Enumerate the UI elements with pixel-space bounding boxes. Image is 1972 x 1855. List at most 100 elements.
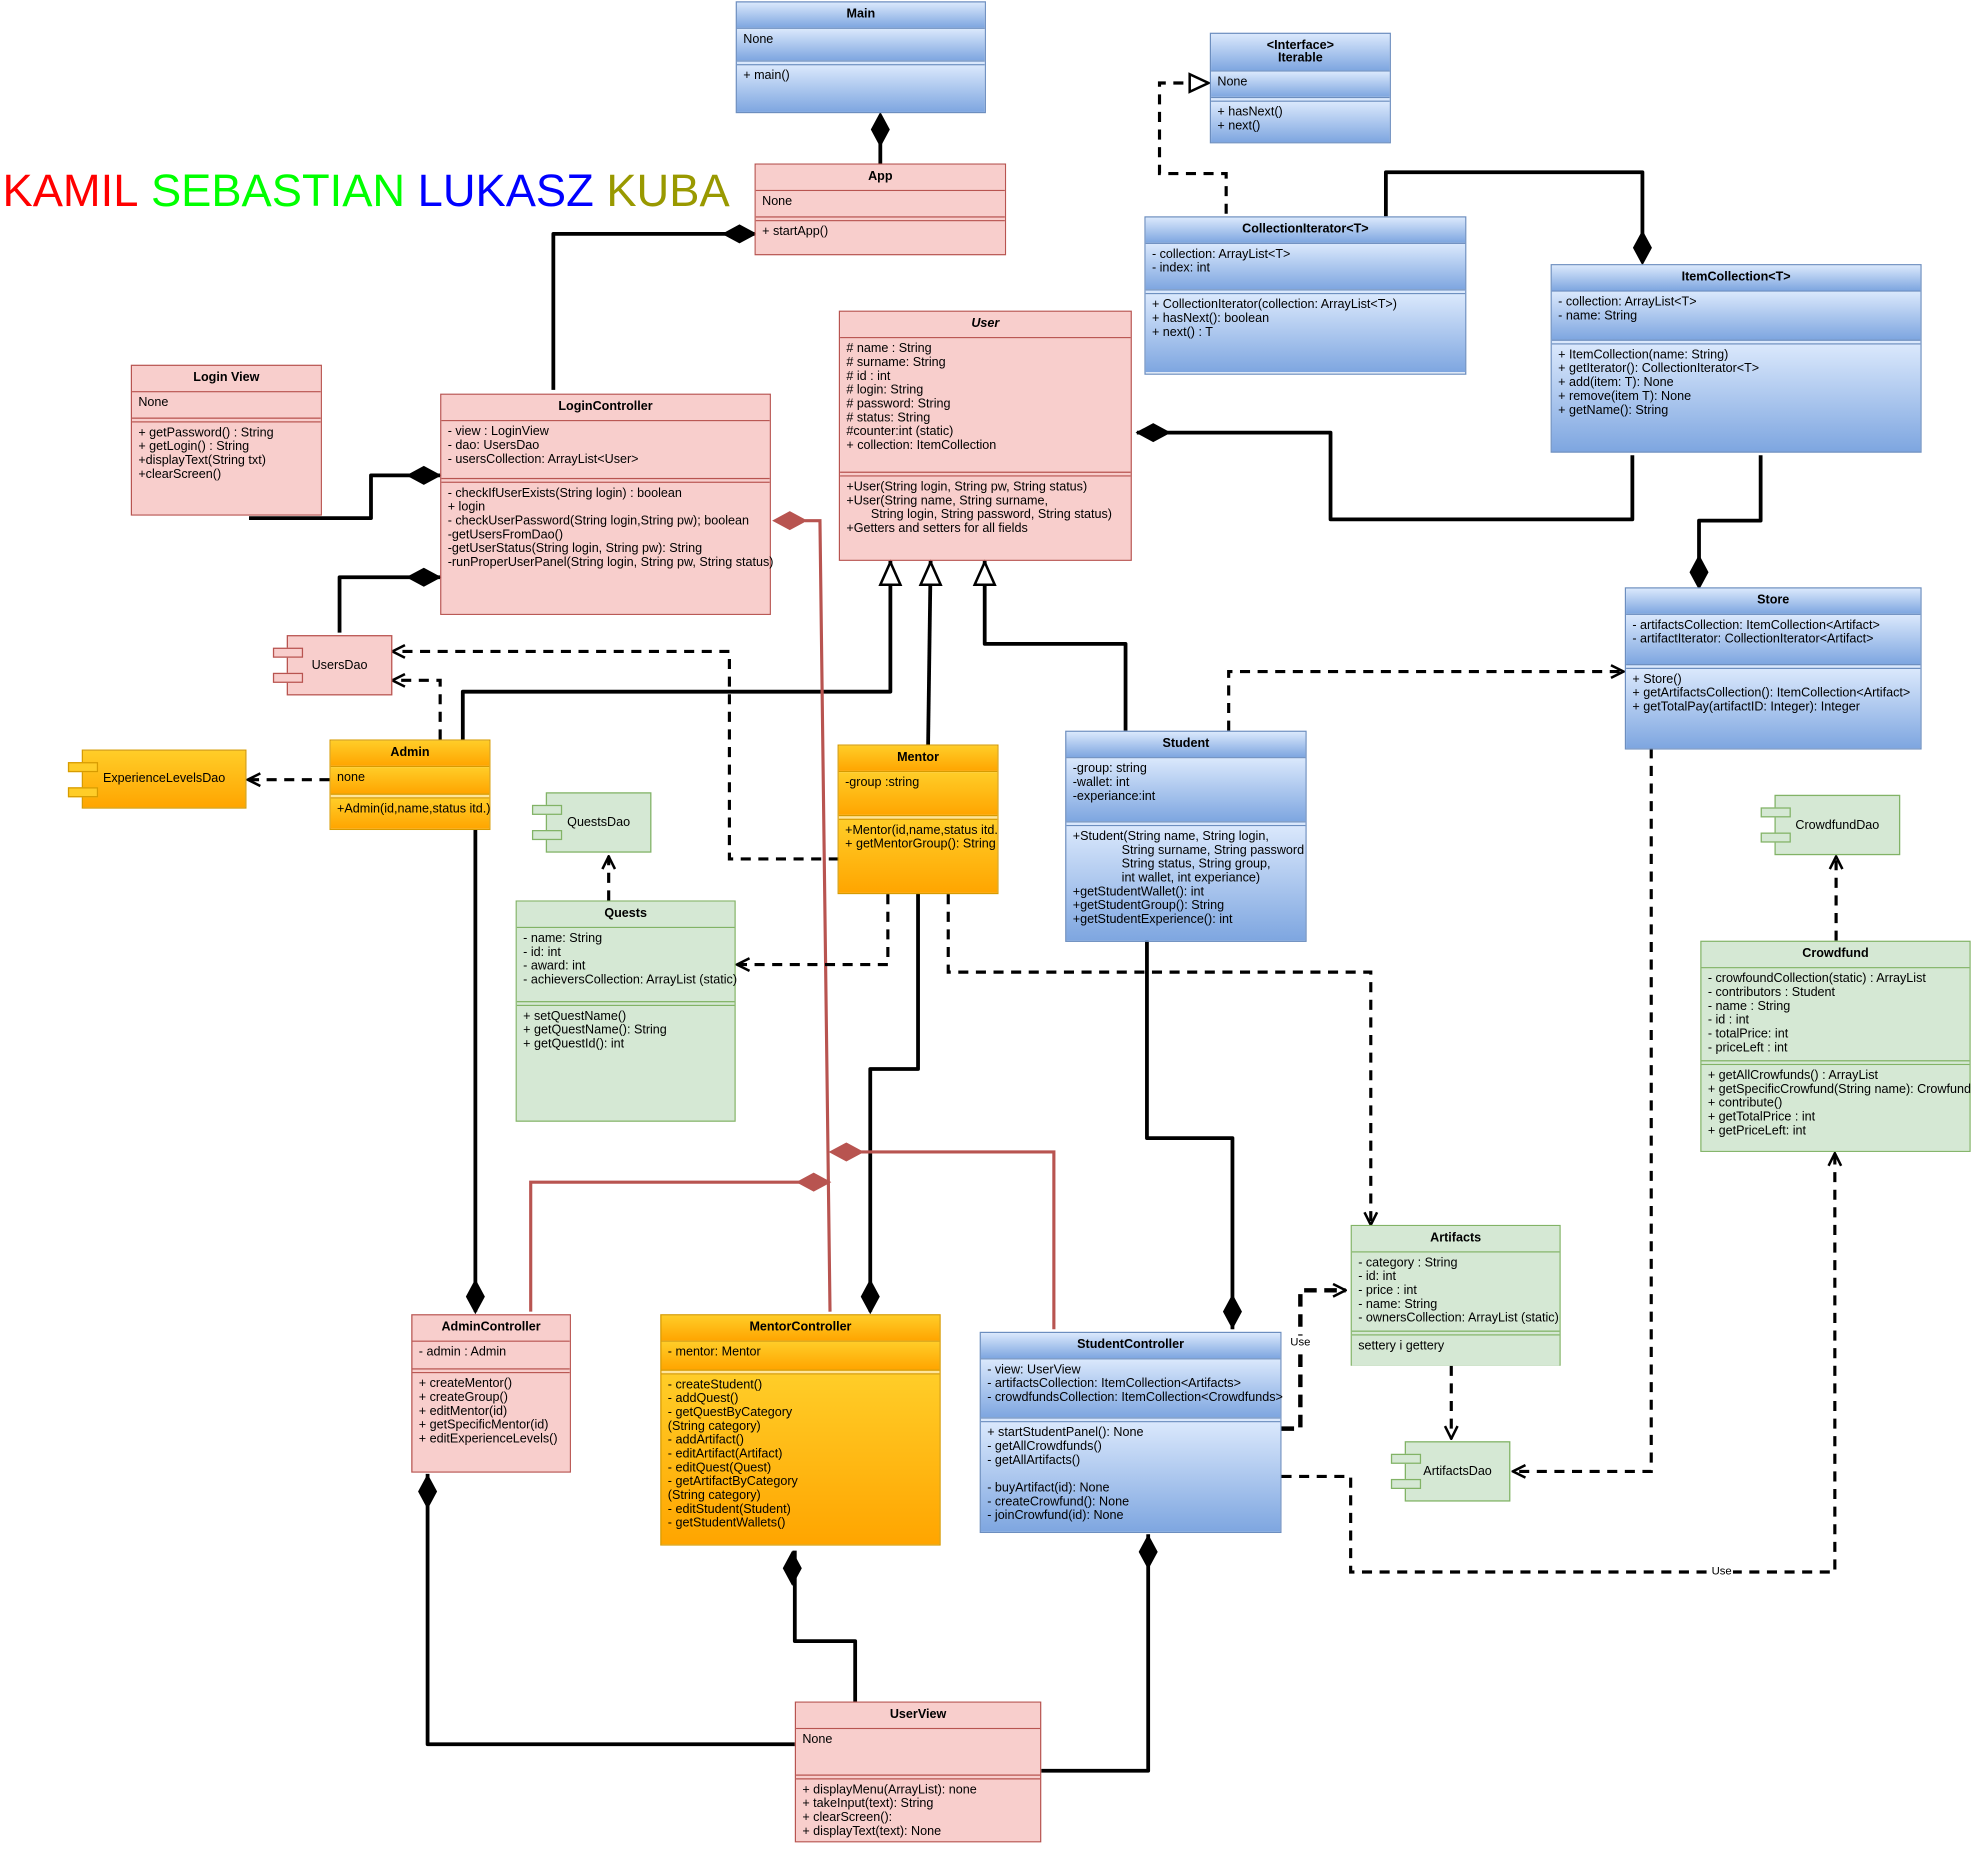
component-tab: [67, 787, 99, 798]
edge-studentcontroller-artifacts: [1281, 1290, 1345, 1431]
class-methods: +Student(String name, String login, Stri…: [1066, 826, 1306, 941]
edge-mentor-mentorcontroller: [868, 892, 920, 1312]
class-methods: + displayMenu(ArrayList): none + takeInp…: [796, 1779, 1041, 1842]
class-methods: + startStudentPanel(): None - getAllCrow…: [980, 1422, 1281, 1532]
class-methods: - createStudent() - addQuest() - getQues…: [661, 1374, 940, 1545]
class-title: AdminController: [412, 1315, 570, 1342]
inherit-arrow-student: [972, 559, 997, 587]
author-1: KAMIL: [2, 164, 139, 217]
class-methods: + CollectionIterator(collection: ArrayLi…: [1145, 294, 1466, 373]
component-quests-dao[interactable]: QuestsDao: [531, 792, 652, 853]
class-methods: settery i gettery: [1351, 1335, 1560, 1366]
class-divider: [736, 60, 985, 66]
class-login-view[interactable]: Login View None + getPassword() : String…: [130, 364, 322, 516]
class-divider: [1211, 96, 1390, 102]
component-label: ExperienceLevelsDao: [102, 772, 226, 786]
diamond-app: [721, 224, 758, 244]
diamond-mentorcontroller-userview: [782, 1550, 802, 1586]
class-divider: [132, 417, 321, 423]
class-mentor[interactable]: Mentor -group :string +Mentor(id,name,st…: [837, 744, 999, 895]
class-title: UserView: [796, 1702, 1041, 1730]
realization-arrow-iterable: [1188, 72, 1212, 94]
diamond-studentcontroller-userview: [1138, 1534, 1158, 1570]
class-main[interactable]: Main None + main(): [735, 1, 986, 114]
class-title: Login View: [132, 365, 321, 393]
edge-userview-studentcontroller: [1041, 1534, 1151, 1773]
class-divider: [1626, 664, 1921, 670]
class-mentor-controller[interactable]: MentorController - mentor: Mentor - crea…: [660, 1314, 941, 1546]
class-quests[interactable]: Quests - name: String - id: int - award:…: [515, 900, 737, 1122]
class-store[interactable]: Store - artifactsCollection: ItemCollect…: [1624, 587, 1922, 750]
component-tab: [1390, 1478, 1422, 1489]
class-user-view[interactable]: UserView None + displayMenu(ArrayList): …: [794, 1701, 1042, 1843]
component-crowdfund-dao[interactable]: CrowdfundDao: [1760, 794, 1901, 856]
class-methods: +Admin(id,name,status itd.): [330, 798, 490, 829]
class-attributes: - mentor: Mentor: [661, 1341, 940, 1370]
author-2: SEBASTIAN: [150, 164, 406, 217]
edge-admincontroller-red: [529, 1180, 825, 1312]
diamond-mentorcontroller: [860, 1278, 880, 1315]
class-attributes: None: [132, 392, 321, 418]
class-divider: [980, 1417, 1281, 1423]
class-admin[interactable]: Admin none +Admin(id,name,status itd.): [329, 739, 491, 831]
inherit-arrow-mentor: [918, 559, 943, 587]
class-divider: [796, 1774, 1041, 1780]
component-artifacts-dao[interactable]: ArtifactsDao: [1390, 1441, 1511, 1502]
class-title: StudentController: [980, 1333, 1281, 1360]
edge-collectioniterator-itemcollection: [1383, 170, 1645, 262]
component-tab: [531, 804, 563, 815]
class-divider: [661, 1369, 940, 1375]
class-student-controller[interactable]: StudentController - view: UserView - art…: [979, 1331, 1283, 1534]
class-iterable-interface[interactable]: <Interface> Iterable None + hasNext() + …: [1209, 32, 1391, 144]
red-diamond-logincontroller: [772, 511, 808, 531]
component-experience-levels-dao[interactable]: ExperienceLevelsDao: [67, 749, 247, 809]
class-collection-iterator[interactable]: CollectionIterator<T> - collection: Arra…: [1144, 216, 1467, 375]
class-methods: + hasNext() + next(): [1211, 101, 1390, 143]
class-attributes: - category : String - id: int - price : …: [1351, 1252, 1560, 1331]
class-artifacts[interactable]: Artifacts - category : String - id: int …: [1350, 1224, 1561, 1366]
class-divider: [1351, 1330, 1560, 1336]
class-methods: + createMentor() + createGroup() + editM…: [412, 1373, 570, 1472]
class-divider: [1145, 289, 1466, 295]
class-methods: + setQuestName() + getQuestName(): Strin…: [516, 1006, 735, 1121]
class-attributes: - artifactsCollection: ItemCollection<Ar…: [1626, 614, 1921, 665]
class-user[interactable]: User # name : String # surname: String #…: [838, 310, 1132, 561]
diamond-logincontroller-view: [406, 465, 442, 485]
class-item-collection[interactable]: ItemCollection<T> - collection: ArrayLis…: [1550, 264, 1922, 453]
class-attributes: - name: String - id: int - award: int - …: [516, 928, 737, 1002]
class-title: User: [840, 311, 1131, 339]
class-methods: + getPassword() : String + getLogin() : …: [132, 422, 321, 515]
edge-app-logincontroller: [551, 232, 755, 390]
class-title: App: [755, 164, 1005, 192]
edge-mentor-usersdao: [392, 651, 839, 861]
edge-mentor-quests: [737, 894, 890, 964]
class-admin-controller[interactable]: AdminController - admin : Admin + create…: [411, 1314, 571, 1473]
class-title: Artifacts: [1351, 1226, 1560, 1253]
class-divider: [441, 477, 770, 483]
class-attributes: None: [736, 28, 985, 61]
edge-userview-admincontroller: [425, 1473, 795, 1747]
edge-itemcollection-user: [1136, 430, 1635, 522]
component-label: CrowdfundDao: [1795, 818, 1880, 832]
class-attributes: # name : String # surname: String # id :…: [840, 338, 1131, 472]
class-attributes: none: [330, 767, 490, 794]
component-tab: [531, 830, 563, 841]
diamond-admincontroller: [465, 1278, 485, 1315]
class-student[interactable]: Student -group: string -wallet: int -exp…: [1065, 730, 1307, 942]
class-attributes: - view: UserView - artifactsCollection: …: [980, 1359, 1283, 1418]
class-divider: [330, 793, 490, 799]
diamond-logincontroller-dao: [406, 567, 442, 587]
class-methods: +Mentor(id,name,status itd. + getMentorG…: [838, 819, 998, 893]
class-login-controller[interactable]: LoginController - view : LoginView - dao…: [440, 393, 773, 615]
component-users-dao[interactable]: UsersDao: [272, 635, 393, 696]
class-crowdfund[interactable]: Crowdfund - crowfoundCollection(static) …: [1700, 940, 1971, 1152]
class-app[interactable]: App None + startApp(): [754, 163, 1007, 256]
inherit-arrow-admin: [878, 559, 903, 587]
class-divider: [1701, 1060, 1970, 1066]
class-methods: + startApp(): [755, 221, 1005, 255]
edge-store-artifactsdao: [1513, 748, 1653, 1471]
diamond-itemcollection: [1632, 230, 1652, 266]
class-attributes: - view : LoginView - dao: UsersDao - use…: [441, 421, 770, 478]
